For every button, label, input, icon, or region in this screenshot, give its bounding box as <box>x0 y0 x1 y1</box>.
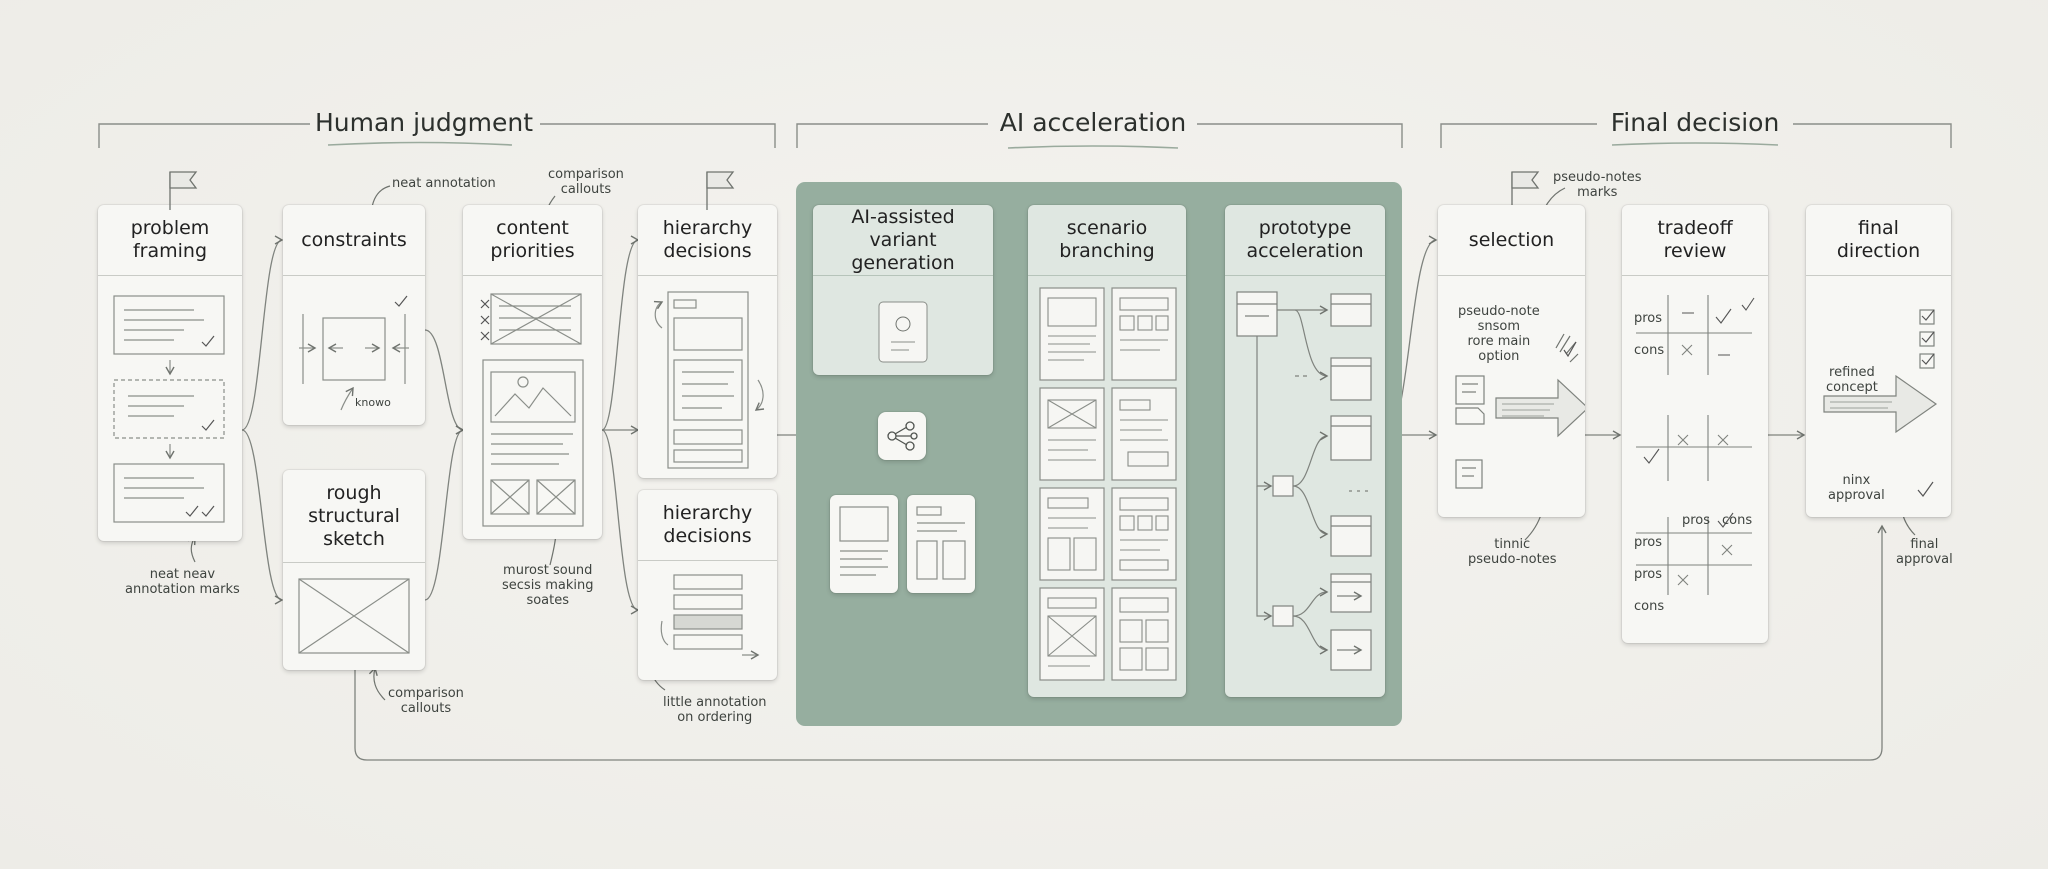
section-brackets <box>98 123 1952 148</box>
hierarchy-decisions-sketch-2 <box>660 574 760 660</box>
ai-variant-output-2[interactable] <box>907 495 975 593</box>
prototype-acceleration-flow <box>1236 291 1372 671</box>
card-rough-structural-sketch[interactable]: rough structural sketch <box>283 470 425 670</box>
tradeoff-cons-label-1: cons <box>1634 343 1665 358</box>
card-title: AI-assisted variant generation <box>813 205 993 276</box>
tradeoff-matrix-lines <box>1636 295 1755 595</box>
annotation-little-annotation: little annotation on ordering <box>663 695 767 725</box>
section-title-human-judgment: Human judgment <box>314 108 534 137</box>
rough-sketch-wireframe <box>298 578 410 654</box>
card-title: constraints <box>283 205 425 276</box>
variant-wireframe <box>916 506 966 580</box>
annotation-comparison-callouts-top: comparison callouts <box>548 167 624 197</box>
card-prototype-acceleration[interactable]: prototype acceleration <box>1225 205 1385 697</box>
hierarchy-decisions-sketch-1 <box>653 291 765 469</box>
scenario-branching-grid <box>1039 287 1177 681</box>
tradeoff-cons-label-2: cons <box>1722 513 1753 528</box>
card-title: final direction <box>1806 205 1951 276</box>
constraints-sketch <box>299 295 409 411</box>
annotation-pseudo-notes-marks: pseudo-notes marks <box>1553 170 1642 200</box>
section-title-final-decision: Final decision <box>1610 108 1780 137</box>
card-content-priorities[interactable]: content priorities <box>463 205 602 539</box>
card-selection[interactable]: selection <box>1438 205 1585 517</box>
card-title: hierarchy decisions <box>638 490 777 561</box>
annotation-knowo: knowo <box>355 396 391 409</box>
annotation-ninx-approval: ninx approval <box>1828 473 1885 503</box>
tradeoff-pros-label-3: pros <box>1634 535 1663 550</box>
card-tradeoff-review[interactable]: tradeoff review pros cons pros cons pros… <box>1622 205 1768 643</box>
variant-wireframe <box>839 506 889 576</box>
tradeoff-pros-label-1: pros <box>1634 311 1663 326</box>
card-title: tradeoff review <box>1622 205 1768 276</box>
annotation-refined-concept: refined concept <box>1826 365 1878 395</box>
annotation-murost-sound: murost sound secsis making soates <box>502 563 594 608</box>
selection-sketch <box>1455 333 1585 489</box>
card-title: selection <box>1438 205 1585 276</box>
card-title: rough structural sketch <box>283 470 425 563</box>
card-final-direction[interactable]: final direction <box>1806 205 1951 517</box>
card-hierarchy-decisions-1[interactable]: hierarchy decisions <box>638 205 777 478</box>
card-constraints[interactable]: constraints knowo <box>283 205 425 425</box>
card-title: problem framing <box>98 205 242 276</box>
section-title-ai-acceleration: AI acceleration <box>999 108 1187 137</box>
card-title: scenario branching <box>1028 205 1186 276</box>
card-problem-framing[interactable]: problem framing <box>98 205 242 541</box>
annotation-comparison-callouts-bottom: comparison callouts <box>388 686 464 716</box>
tradeoff-cons-label-3: cons <box>1634 599 1665 614</box>
ai-hub-node[interactable] <box>878 412 926 460</box>
card-ai-assisted-variant-generation[interactable]: AI-assisted variant generation <box>813 205 993 375</box>
tradeoff-pros-label-2: pros <box>1682 513 1711 528</box>
annotation-tinnic: tinnic pseudo-notes <box>1468 537 1557 567</box>
final-direction-sketch <box>1823 309 1938 497</box>
card-hierarchy-decisions-2[interactable]: hierarchy decisions <box>638 490 777 680</box>
annotation-neat-annotation: neat annotation <box>392 176 496 191</box>
network-icon <box>887 421 918 451</box>
annotation-final-approval: final approval <box>1896 537 1953 567</box>
content-priorities-sketch <box>480 293 584 527</box>
ai-variant-output-1[interactable] <box>830 495 898 593</box>
ai-variant-icon <box>878 301 928 363</box>
card-title: prototype acceleration <box>1225 205 1385 276</box>
card-title: hierarchy decisions <box>638 205 777 276</box>
tradeoff-pros-label-4: pros <box>1634 567 1663 582</box>
problem-framing-sketch <box>113 295 225 523</box>
annotation-neat-neav: neat neav annotation marks <box>125 567 240 597</box>
annotation-pseudo-note-main: pseudo-note snsom rore main option <box>1458 304 1540 364</box>
card-title: content priorities <box>463 205 602 276</box>
card-scenario-branching[interactable]: scenario branching <box>1028 205 1186 697</box>
